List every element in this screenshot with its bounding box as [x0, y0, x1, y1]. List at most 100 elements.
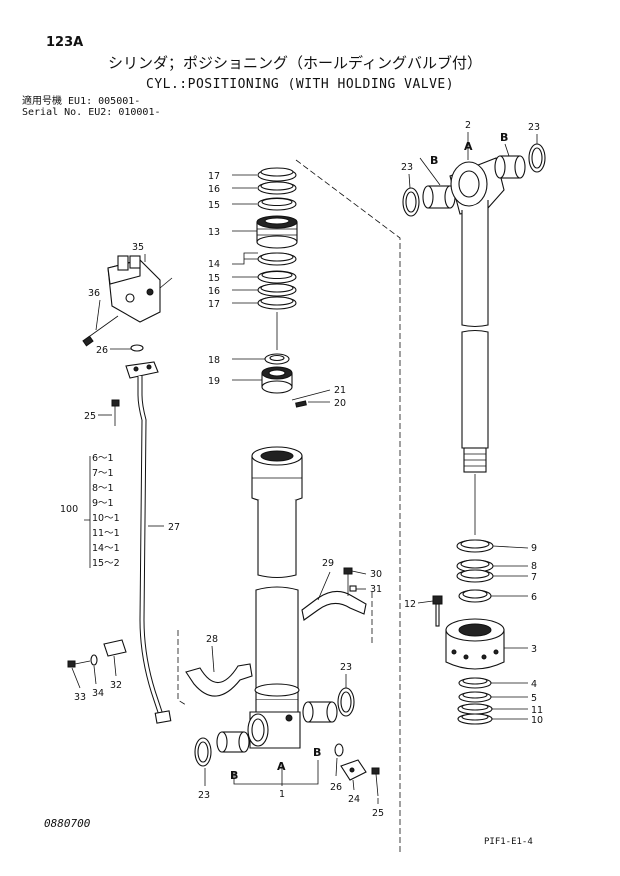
- callout-3: 3: [531, 644, 537, 655]
- bolt-25-bottom: [371, 767, 380, 797]
- serial-number-block: 適用号機 EU1: 005001- Serial No. EU2: 010001…: [22, 96, 161, 118]
- piston-rod-eye: [449, 157, 505, 215]
- ring-5: [458, 691, 492, 703]
- callout-8: 8: [531, 561, 537, 572]
- title-japanese: シリンダ；ポジショニング（ホールディングバルブ付）: [108, 54, 482, 72]
- callout-19: 19: [208, 376, 220, 387]
- cylinder-tube-upper: [257, 500, 297, 579]
- bushing-b-bottom-right: [302, 701, 338, 723]
- kit-item: 14～1: [92, 543, 120, 554]
- callout-23: 23: [340, 662, 352, 673]
- callout-2: 2: [465, 120, 471, 131]
- o-ring-14: [257, 252, 297, 266]
- callout-26: 26: [330, 782, 342, 793]
- callout-23: 23: [401, 162, 413, 173]
- seal-9: [456, 539, 494, 553]
- figure-code: PIF1-E1-4: [484, 837, 533, 847]
- kit-item: 9～1: [92, 498, 114, 509]
- packing-set-13: [256, 215, 298, 249]
- callout-28: 28: [206, 634, 218, 645]
- callout-36: 36: [88, 288, 100, 299]
- callout-35: 35: [132, 242, 144, 253]
- callout-6: 6: [531, 592, 537, 603]
- ring-11: [457, 703, 493, 715]
- callout-letter-a: A: [464, 140, 473, 153]
- callout-16: 16: [208, 184, 220, 195]
- callout-33: 33: [74, 692, 86, 703]
- callout-17: 17: [208, 299, 220, 310]
- bolt-30: [343, 567, 353, 596]
- seal-ring-17-bottom: [257, 296, 297, 310]
- callout-1: 1: [279, 789, 285, 800]
- kit-item: 11～1: [92, 528, 120, 539]
- callout-9: 9: [531, 543, 537, 554]
- clamp-32: [103, 639, 127, 657]
- nut-31: [349, 585, 357, 592]
- title-english: CYL.:POSITIONING (WITH HOLDING VALVE): [146, 77, 455, 92]
- set-screw-20: [295, 400, 307, 408]
- bolt-12: [432, 595, 443, 627]
- dust-seal-23-top-left: [402, 187, 420, 217]
- cylinder-tube-head: [251, 446, 303, 504]
- o-ring-26-bottom: [334, 743, 344, 757]
- bolt-25-top: [111, 399, 120, 426]
- socket-bolt-36: [82, 315, 119, 347]
- callout-letter-b: B: [500, 131, 508, 144]
- callout-13: 13: [208, 227, 220, 238]
- callout-31: 31: [370, 584, 382, 595]
- dust-seal-23-bottom-right: [337, 687, 355, 717]
- callout-11: 11: [531, 705, 543, 716]
- callout-letter-b: B: [430, 154, 438, 167]
- callout-23: 23: [198, 790, 210, 801]
- seal-ring-16-bottom: [257, 283, 297, 297]
- flange-block: [125, 361, 159, 379]
- bushing-b-bottom-left: [216, 731, 250, 753]
- callout-16: 16: [208, 286, 220, 297]
- clamp-band-28: [185, 663, 253, 697]
- serial-label-jp: 適用号機: [22, 96, 62, 107]
- bolt-33: [67, 660, 91, 668]
- callout-23: 23: [528, 122, 540, 133]
- ring-18: [264, 353, 290, 365]
- callout-letter-b: B: [230, 769, 238, 782]
- clamp-band-29: [301, 590, 367, 621]
- callout-7: 7: [531, 572, 537, 583]
- callout-25: 25: [84, 411, 96, 422]
- cylinder-tube-lower: [254, 586, 300, 721]
- callout-5: 5: [531, 693, 537, 704]
- document-number: 0880700: [44, 817, 91, 830]
- callout-34: 34: [92, 688, 104, 699]
- ring-10: [457, 713, 493, 725]
- callout-labels: 17 16 15 13 14 15 16 17 18 19 21 20 35 3…: [60, 120, 543, 819]
- o-ring-26-top: [130, 344, 144, 352]
- callout-17: 17: [208, 171, 220, 182]
- callout-4: 4: [531, 679, 537, 690]
- callout-20: 20: [334, 398, 346, 409]
- callout-30: 30: [370, 569, 382, 580]
- hydraulic-pipe-27: [137, 376, 172, 724]
- callout-12: 12: [404, 599, 416, 610]
- callout-32: 32: [110, 680, 122, 691]
- washer-34: [90, 654, 98, 666]
- dust-seal-23-bottom-left: [194, 737, 212, 767]
- callout-letter-b: B: [313, 746, 321, 759]
- serial-label-en: Serial No.: [22, 107, 83, 118]
- kit-item: 10～1: [92, 513, 120, 524]
- callout-24: 24: [348, 794, 360, 805]
- callout-25: 25: [372, 808, 384, 819]
- piston-3: [445, 618, 505, 670]
- backup-ring-15-top: [257, 197, 297, 211]
- holding-valve-35: [107, 255, 173, 323]
- callout-26: 26: [96, 345, 108, 356]
- kit-item: 7～1: [92, 468, 114, 479]
- callout-15: 15: [208, 273, 220, 284]
- serial-eu2: EU2: 010001-: [88, 107, 161, 118]
- bushing-b-top-right: [494, 155, 526, 179]
- assembly-guide-line: [295, 159, 401, 852]
- ring-8: [456, 559, 494, 573]
- kit-item: 6～1: [92, 453, 114, 464]
- serial-eu1: EU1: 005001-: [68, 96, 141, 107]
- callout-14: 14: [208, 259, 220, 270]
- bushing-b-top-left: [422, 185, 456, 209]
